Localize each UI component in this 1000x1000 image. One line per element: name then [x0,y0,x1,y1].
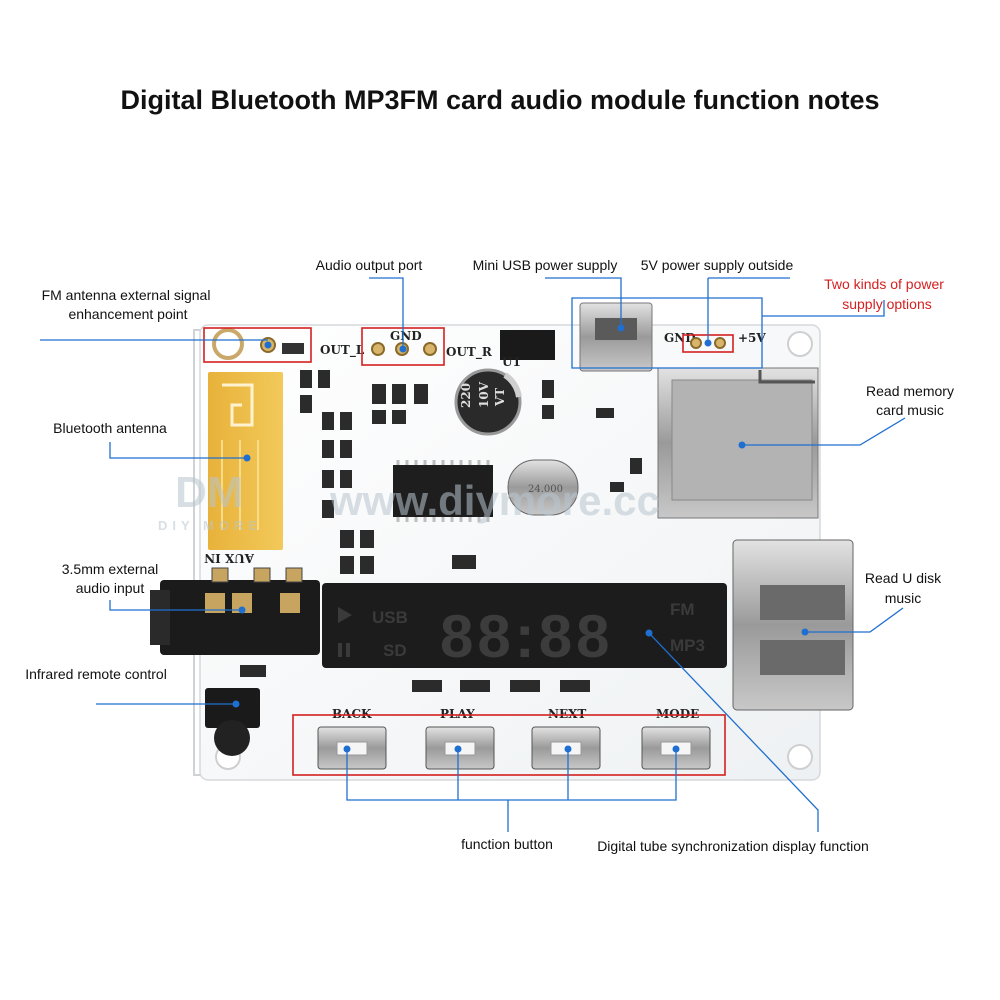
svg-text:220: 220 [459,383,473,408]
capacitor: 220 10V VT [454,368,522,436]
mini-usb-port [579,302,653,372]
label-read-card-2: card music [876,402,944,418]
aux-jack [150,567,320,655]
label-power-options-2: supply options [842,296,932,312]
annotation-lines [40,277,906,832]
back-label: BACK [332,707,372,721]
svg-text:24.000: 24.000 [528,484,563,495]
ir-receiver [205,688,260,756]
play-label: PLAY [440,707,475,721]
label-power-options-1: Two kinds of power [824,276,944,292]
display-mp3-label: MP3 [670,636,705,655]
watermark-sub: DIY MORE [158,518,262,533]
label-read-udisk-1: Read U disk [865,570,942,586]
silk-u1: U1 [502,355,521,369]
led-display: USB SD 88:88 FM MP3 [322,583,727,670]
label-digital-tube: Digital tube synchronization display fun… [597,838,869,854]
back-button[interactable]: BACK [317,707,387,770]
crystal: 24.000 [507,459,579,516]
power-5v-pads [690,337,726,349]
label-aux-2: audio input [76,580,145,596]
label-ir-remote: Infrared remote control [25,666,167,682]
label-audio-output: Audio output port [316,257,423,273]
svg-text:10V: 10V [477,381,491,408]
label-power-5v: 5V power supply outside [641,257,794,273]
play-button[interactable]: PLAY [425,707,495,770]
label-read-udisk-2: music [885,590,922,606]
label-bluetooth-antenna: Bluetooth antenna [53,420,167,436]
mode-label: MODE [656,707,699,721]
tact-buttons: BACK PLAY NEXT MODE [317,707,711,770]
sd-card-slot [657,367,819,519]
silk-gnd-left: GND [390,329,422,343]
label-aux-1: 3.5mm external [62,561,158,577]
display-digits: 88:88 [440,603,613,670]
watermark-logo: DM [175,468,243,517]
watermark: DM DIY MORE www.diymore.cc [158,468,660,533]
annotation-labels: Audio output port Mini USB power supply … [25,257,954,854]
label-fm-antenna-1: FM antenna external signal [42,287,211,303]
next-button[interactable]: NEXT [531,707,601,770]
page-title: Digital Bluetooth MP3FM card audio modul… [120,85,880,115]
smd-components [240,370,749,710]
usb-a-port [732,539,854,711]
silk-aux-in: AUX IN [204,551,255,565]
label-fm-antenna-2: enhancement point [68,306,187,322]
silk-out-r: OUT_R [446,345,493,360]
watermark-url: www.diymore.cc [329,477,660,524]
display-usb-label: USB [372,608,408,627]
label-read-card-1: Read memory [866,383,954,399]
next-label: NEXT [548,707,586,721]
diode-chip [500,330,555,360]
silk-5v: +5V [738,331,766,345]
silk-out-l: OUT_L [320,343,365,358]
main-ic [393,460,493,522]
label-mini-usb: Mini USB power supply [473,257,618,273]
display-fm-label: FM [670,600,695,619]
label-function-button: function button [461,836,553,852]
display-sd-label: SD [383,641,407,660]
svg-text:VT: VT [493,388,507,407]
